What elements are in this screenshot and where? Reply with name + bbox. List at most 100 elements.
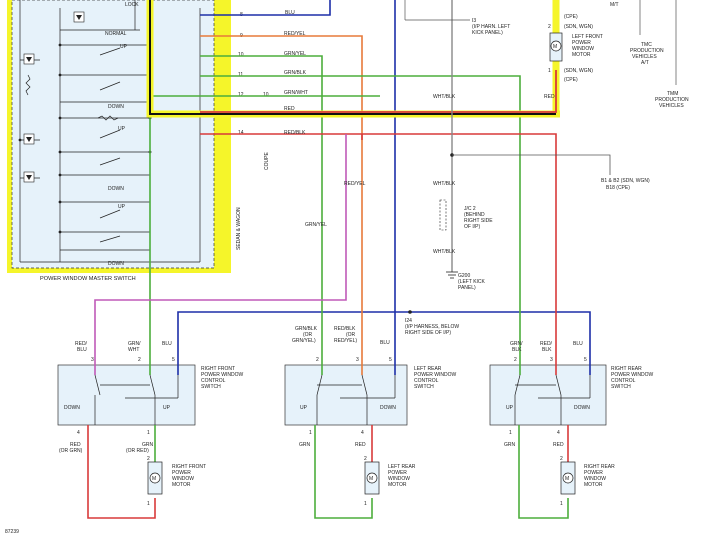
wire-label: RED (544, 94, 555, 100)
rf-title: CONTROL (201, 378, 226, 384)
rr-motor-icon (562, 472, 574, 484)
wire-grn-yel (200, 55, 323, 360)
lr-pin: 2 (316, 357, 319, 363)
wire-red-yel (200, 35, 363, 360)
prod-note: A/T (641, 60, 649, 66)
motor-m: M (565, 476, 569, 482)
rr-motor-label: POWER (584, 470, 603, 476)
g200-label: PANEL) (458, 285, 476, 291)
prod-note: TMM (667, 91, 678, 97)
wire-label: RED/BLK (284, 130, 306, 136)
lf-motor-label: LEFT FRONT (572, 34, 603, 40)
prod-note: M/T (610, 2, 619, 8)
wire-label: WHT/BLK (433, 94, 456, 100)
wire-label: GRN/BLK (284, 70, 307, 76)
rf-down: DOWN (64, 405, 80, 411)
wire-black-outline (149, 0, 556, 115)
rf-wire-bottom: (OR RED) (126, 448, 149, 454)
g200-label: (LEFT KICK (458, 279, 486, 285)
lr-title: POWER WINDOW (414, 372, 456, 378)
rr-title: RIGHT REAR (611, 366, 642, 372)
lr-motor-pin: 1 (364, 501, 367, 507)
lf-sdn: (SDN, WGN) (564, 68, 593, 74)
lr-wire: (OR (346, 332, 356, 338)
rr-up: UP (506, 405, 514, 411)
lr-wire: RED/YEL) (334, 338, 357, 344)
rf-wire-red (87, 425, 156, 519)
pin-label: 11 (238, 72, 243, 78)
rf-wire-bottom: RED (70, 442, 81, 448)
lr-switch-internals (316, 374, 396, 425)
wire-blu-top (200, 0, 331, 16)
jc2-label: OF I/P) (464, 224, 480, 230)
prod-note: PRODUCTION (655, 97, 689, 103)
master-switch-title: POWER WINDOW MASTER SWITCH (40, 276, 136, 282)
rr-pin: 5 (584, 357, 587, 363)
up-label-3: UP (118, 204, 126, 210)
lf-motor-pin: 1 (548, 68, 551, 74)
lr-wire: RED/BLK (334, 326, 356, 332)
rf-wire: WHT (128, 347, 139, 353)
rf-wire: BLU (162, 341, 172, 347)
rf-motor-label: POWER (172, 470, 191, 476)
rr-motor-label: MOTOR (584, 482, 603, 488)
rr-pin: 3 (550, 357, 553, 363)
down-label-1: DOWN (108, 104, 124, 110)
rr-wire-grn (518, 425, 569, 519)
lr-motor-icon (366, 472, 378, 484)
lr-pin: 5 (389, 357, 392, 363)
pin-label: 10 (238, 52, 244, 58)
rf-switch-internals (94, 374, 179, 425)
rr-wire-bottom: RED (553, 442, 564, 448)
coupe-pin-label: 10 (263, 92, 269, 98)
lr-title: CONTROL (414, 378, 439, 384)
rf-motor-label: WINDOW (172, 476, 194, 482)
lr-switch-box (284, 364, 408, 426)
rr-pin: 2 (514, 357, 517, 363)
rf-pin-bottom: 4 (77, 430, 80, 436)
master-switch-box (11, 0, 215, 269)
prod-note: VEHICLES (632, 54, 657, 60)
wire-red-blk (200, 133, 557, 360)
motor-m: M (369, 476, 373, 482)
rf-title: SWITCH (201, 384, 221, 390)
lf-motor-pin: 2 (548, 24, 551, 30)
sedan-wagon-label: SEDAN & WAGON (236, 207, 242, 250)
rf-pin-bottom: 1 (147, 430, 150, 436)
normal-label: NORMAL (105, 31, 127, 37)
wire-label: BLU (285, 10, 295, 16)
rr-motor-label: RIGHT REAR (584, 464, 615, 470)
rf-switch-box (57, 364, 196, 426)
lr-wire: BLU (380, 340, 390, 346)
rf-wire-bottom: GRN (142, 442, 154, 448)
rr-pin-bottom: 1 (509, 430, 512, 436)
pin-label: 14 (238, 130, 244, 136)
b1b2-label: B18 (CPE) (606, 185, 630, 191)
master-switch-internals (19, 0, 201, 263)
lr-wire: GRN/YEL) (292, 338, 316, 344)
wire-label: GRN/YEL (305, 222, 327, 228)
prod-note: TMC (641, 42, 652, 48)
lr-motor-pin: 2 (364, 456, 367, 462)
up-label-2: UP (118, 126, 126, 132)
wire-label: GRN/YEL (284, 51, 306, 57)
wire-label: RED/YEL (284, 31, 306, 37)
i3-label: (I/P HARN. LEFT (472, 24, 510, 30)
wire-label: RED (284, 106, 295, 112)
rr-switch-internals (514, 374, 591, 425)
rf-motor-icon (149, 472, 161, 484)
rf-title: RIGHT FRONT (201, 366, 235, 372)
wire-label: WHT/BLK (433, 181, 456, 187)
jc2-label: (BEHIND (464, 212, 485, 218)
ground-icon (446, 271, 458, 279)
lr-motor-label: WINDOW (388, 476, 410, 482)
wire-blu-distribution (177, 311, 591, 360)
motor-m: M (553, 44, 557, 50)
rf-up: UP (163, 405, 171, 411)
prod-note: PRODUCTION (630, 48, 664, 54)
rf-wire: GRN/ (128, 341, 141, 347)
rr-wire: BLK (542, 347, 552, 353)
lr-pin-bottom: 4 (361, 430, 364, 436)
lr-title: SWITCH (414, 384, 434, 390)
